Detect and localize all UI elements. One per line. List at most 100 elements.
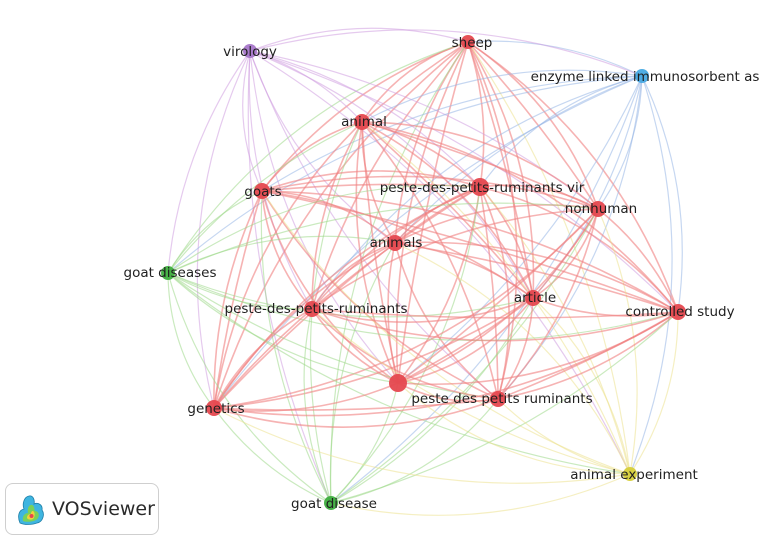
node-goats[interactable] <box>254 183 270 199</box>
label-goat-disease[interactable]: goat disease <box>291 496 377 512</box>
edge-virology-controlled <box>249 50 679 313</box>
edge-goats-ppr_hyph <box>261 190 313 310</box>
edge-elisa-animal <box>361 69 643 123</box>
node-genetics[interactable] <box>206 400 222 416</box>
edge-ppr_space-genetics <box>213 398 499 428</box>
edge-article-genetics <box>213 297 534 409</box>
node-nonhuman[interactable] <box>590 201 606 217</box>
label-animal-exp[interactable]: animal experiment <box>570 467 698 483</box>
edge-goats-ppr_center <box>261 190 399 384</box>
label-controlled[interactable]: controlled study <box>625 304 734 320</box>
edge-elisa-controlled <box>641 75 683 313</box>
label-animals[interactable]: animals <box>370 235 423 251</box>
label-genetics[interactable]: genetics <box>187 401 244 417</box>
edge-nonhuman-ppr_hyph <box>311 208 599 310</box>
edge-animal_exp-goat_disease <box>330 473 631 516</box>
edge-animal-goats <box>261 121 363 192</box>
node-animal-exp[interactable] <box>623 467 637 481</box>
edge-pprv-nonhuman <box>479 184 599 210</box>
node-virology[interactable] <box>243 44 257 58</box>
edge-ppr_space-animal_exp <box>497 398 631 475</box>
edge-sheep-genetics <box>213 41 469 409</box>
node-goat-diseases[interactable] <box>161 266 175 280</box>
label-virology[interactable]: virology <box>223 44 277 60</box>
edge-elisa-goats <box>261 75 643 192</box>
edge-genetics-goat_disease <box>213 407 332 504</box>
label-nonhuman[interactable]: nonhuman <box>565 201 637 217</box>
node-sheep[interactable] <box>461 35 475 49</box>
node-goat-disease[interactable] <box>324 496 338 510</box>
edge-goat_diseases-goat_disease <box>167 272 332 504</box>
edge-goat_diseases-controlled <box>167 272 679 342</box>
edge-pprv-ppr_space <box>479 186 510 400</box>
edge-pprv-goat_diseases <box>167 184 481 274</box>
label-goats[interactable]: goats <box>244 184 281 200</box>
edge-animals-goat_diseases <box>167 235 396 274</box>
edge-nonhuman-ppr_space <box>497 208 599 400</box>
label-article[interactable]: article <box>514 290 556 306</box>
edge-animal-ppr_hyph <box>311 121 363 310</box>
label-elisa[interactable]: enzyme linked immunosorbent as <box>531 69 760 85</box>
edge-sheep-ppr_space <box>467 41 518 400</box>
node-ppr-space[interactable] <box>490 391 506 407</box>
label-animal[interactable]: animal <box>341 114 387 130</box>
node-ppr-center[interactable] <box>389 374 407 392</box>
edge-virology-ppr_center <box>249 50 399 384</box>
node-article[interactable] <box>525 290 541 306</box>
edge-ppr_center-animal_exp <box>397 382 631 475</box>
edge-animals-ppr_space <box>394 242 499 400</box>
edge-animal-article-2 <box>361 121 534 299</box>
edge-animals-controlled-2 <box>394 242 679 313</box>
edge-animal-animal_exp <box>361 121 631 475</box>
edge-article-ppr_center-2 <box>397 297 534 384</box>
edge-sheep-goats <box>261 41 469 192</box>
edge-goat_diseases-genetics <box>167 272 215 409</box>
edge-virology-goat_diseases <box>167 50 251 274</box>
edge-goats-goat_diseases <box>167 190 263 274</box>
node-elisa[interactable] <box>635 69 649 83</box>
edge-nonhuman-goat_disease <box>330 208 599 504</box>
brand-name: VOSviewer <box>52 498 155 520</box>
edge-nonhuman-article <box>532 208 599 299</box>
edge-elisa-goat_disease <box>330 75 643 504</box>
labels-layer: sheep virology enzyme linked immunosorbent… <box>124 35 760 512</box>
edge-nonhuman-controlled <box>597 208 679 313</box>
edge-goats-controlled-2 <box>261 190 679 313</box>
edge-animal-nonhuman <box>361 121 599 210</box>
edge-nonhuman-animal_exp <box>597 208 638 475</box>
node-pprv[interactable] <box>471 178 489 196</box>
label-goat-diseases[interactable]: goat diseases <box>124 265 217 281</box>
label-pprv[interactable]: peste-des-petits-ruminants vir <box>380 180 585 196</box>
edge-sheep-animal-2 <box>361 41 469 123</box>
edge-ppr_space-goat_disease <box>330 398 499 504</box>
edge-ppr_hyph-genetics-2 <box>213 308 313 409</box>
node-controlled[interactable] <box>670 304 686 320</box>
edge-ppr_hyph-controlled-2 <box>311 308 679 319</box>
edge-animals-ppr_hyph <box>311 242 396 310</box>
edge-virology-ppr_space <box>249 50 499 400</box>
edge-animals-goat_disease <box>329 242 396 504</box>
edge-elisa-genetics <box>213 75 643 409</box>
edge-elisa-animal_exp <box>629 75 673 475</box>
node-ppr-hyph[interactable] <box>304 301 320 317</box>
label-ppr-space[interactable]: peste des petits ruminants <box>411 391 592 407</box>
edge-sheep-goat_diseases <box>167 41 469 274</box>
edge-virology-elisa <box>249 29 643 77</box>
node-animal[interactable] <box>354 114 370 130</box>
edge-genetics-animal_exp <box>213 407 631 484</box>
edge-animal-article <box>361 121 534 299</box>
label-ppr-hyph[interactable]: peste-des-petits-ruminants <box>225 301 408 317</box>
edge-elisa-nonhuman <box>597 75 643 210</box>
edge-article-controlled <box>532 297 679 317</box>
nodes-layer <box>161 35 686 510</box>
edge-ppr_center-goat_disease <box>330 382 399 504</box>
edge-virology-genetics <box>196 50 251 409</box>
edge-ppr_hyph-controlled <box>311 308 679 342</box>
edge-goats-animal_exp <box>261 190 631 475</box>
node-animals[interactable] <box>387 235 403 251</box>
edge-animal-genetics <box>213 121 363 409</box>
edge-animals-genetics <box>213 242 396 409</box>
edge-animal-controlled <box>361 121 679 313</box>
label-sheep[interactable]: sheep <box>452 35 493 51</box>
